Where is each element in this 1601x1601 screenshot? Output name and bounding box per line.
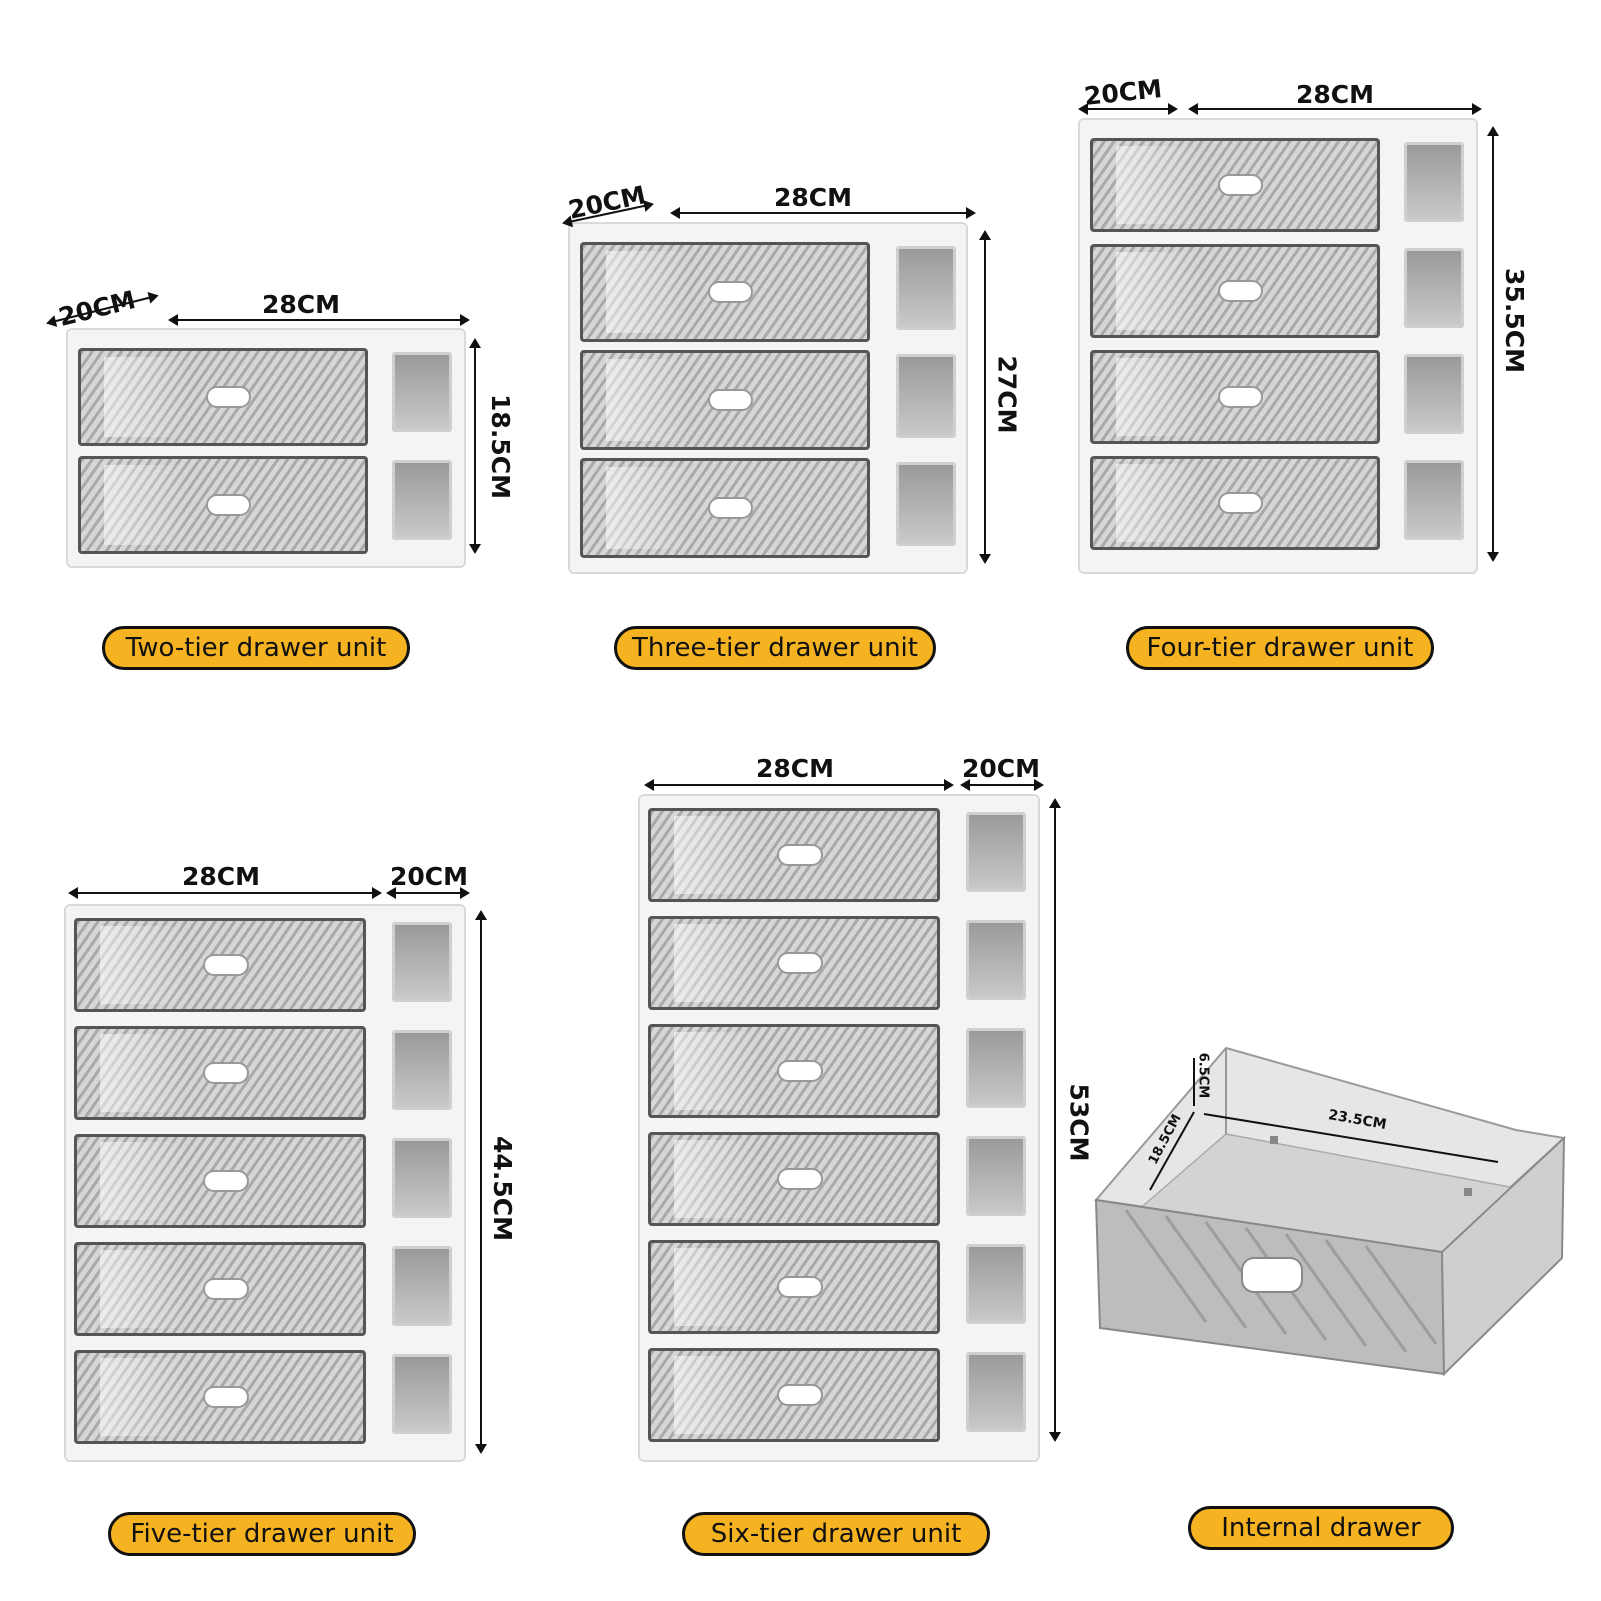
side-panel <box>896 246 956 330</box>
side-panel <box>1404 460 1464 540</box>
side-panel <box>1404 248 1464 328</box>
four-tier-label: Four-tier drawer unit <box>1126 626 1434 670</box>
drawer <box>74 918 366 1012</box>
side-panel <box>392 1138 452 1218</box>
drawer-handle <box>776 952 823 974</box>
depth-label: 20CM <box>1082 74 1164 111</box>
drawer <box>648 1024 940 1118</box>
depth-dimension-line <box>386 887 470 899</box>
depth-label: 20CM <box>55 284 139 333</box>
internal-drawer-label: Internal drawer <box>1188 1506 1454 1550</box>
side-panel <box>392 922 452 1002</box>
depth-label: 20CM <box>962 754 1041 783</box>
drawer-handle <box>776 1060 823 1082</box>
height-label: 35.5CM <box>1499 268 1529 373</box>
drawer <box>1090 244 1380 338</box>
drawer <box>648 1132 940 1226</box>
internal-drawer-illustration <box>1094 1046 1567 1377</box>
depth-dimension-line <box>960 779 1044 791</box>
drawer-handle <box>1217 386 1264 408</box>
side-panel <box>966 812 1026 892</box>
height-dimension-line <box>979 230 991 564</box>
width-label: 28CM <box>756 754 835 783</box>
drawer <box>580 350 870 450</box>
width-dimension-line <box>68 887 382 899</box>
side-panel <box>966 1028 1026 1108</box>
drawer <box>648 1348 940 1442</box>
drawer-handle <box>1217 280 1264 302</box>
drawer-handle <box>202 1170 249 1192</box>
drawer-handle <box>205 385 252 409</box>
side-panel <box>392 1246 452 1326</box>
drawer <box>1090 138 1380 232</box>
drawer-handle <box>707 280 754 304</box>
drawer-handle <box>1217 174 1264 196</box>
drawer-handle <box>707 496 754 520</box>
drawer-handle <box>776 844 823 866</box>
width-dimension-line <box>670 207 976 219</box>
drawer-handle <box>1217 492 1264 514</box>
drawer <box>648 808 940 902</box>
drawer-handle <box>707 388 754 412</box>
height-label: 44.5CM <box>487 1136 517 1241</box>
side-panel <box>966 1136 1026 1216</box>
two-tier-label: Two-tier drawer unit <box>102 626 410 670</box>
side-panel <box>896 354 956 438</box>
side-panel <box>966 1244 1026 1324</box>
drawer-handle <box>202 954 249 976</box>
drawer-handle <box>202 1062 249 1084</box>
width-label: 28CM <box>1296 80 1375 109</box>
drawer <box>78 456 368 554</box>
drawer-handle <box>776 1276 823 1298</box>
height-label: 27CM <box>992 355 1022 434</box>
side-panel <box>896 462 956 546</box>
drawer <box>74 1242 366 1336</box>
drawer <box>74 1026 366 1120</box>
drawer <box>580 458 870 558</box>
drawer <box>648 916 940 1010</box>
side-panel <box>392 352 452 432</box>
drawer <box>74 1350 366 1444</box>
five-tier-label: Five-tier drawer unit <box>108 1512 416 1556</box>
side-panel <box>966 920 1026 1000</box>
drawer-handle <box>202 1386 249 1408</box>
drawer <box>648 1240 940 1334</box>
drawer <box>580 242 870 342</box>
depth-label: 20CM <box>390 862 469 891</box>
side-panel <box>392 1030 452 1110</box>
drawer <box>74 1134 366 1228</box>
internal-drawer: 6.5CM 18.5CM 23.5CM <box>1086 1040 1568 1380</box>
side-panel <box>966 1352 1026 1432</box>
drawer-height-label: 6.5CM <box>1195 1052 1211 1099</box>
height-dimension-line <box>475 910 487 1454</box>
side-panel <box>1404 354 1464 434</box>
drawer <box>1090 350 1380 444</box>
width-label: 28CM <box>774 183 853 212</box>
drawer-handle <box>776 1168 823 1190</box>
width-label: 28CM <box>182 862 261 891</box>
height-dimension-line <box>1049 798 1061 1442</box>
side-panel <box>1404 142 1464 222</box>
side-panel <box>392 1354 452 1434</box>
width-dimension-line <box>1188 103 1482 115</box>
drawer <box>78 348 368 446</box>
drawer-handle <box>776 1384 823 1406</box>
three-tier-label: Three-tier drawer unit <box>614 626 936 670</box>
drawer-handle <box>205 493 252 517</box>
width-label: 28CM <box>262 290 341 319</box>
drawer-handle <box>202 1278 249 1300</box>
drawer <box>1090 456 1380 550</box>
height-label: 18.5CM <box>485 394 515 499</box>
height-dimension-line <box>469 338 481 554</box>
height-dimension-line <box>1487 126 1499 562</box>
depth-dimension-line <box>1078 103 1178 115</box>
width-dimension-line <box>644 779 954 791</box>
depth-label: 20CM <box>565 180 649 225</box>
six-tier-label: Six-tier drawer unit <box>682 1512 990 1556</box>
side-panel <box>392 460 452 540</box>
width-dimension-line <box>168 314 470 326</box>
